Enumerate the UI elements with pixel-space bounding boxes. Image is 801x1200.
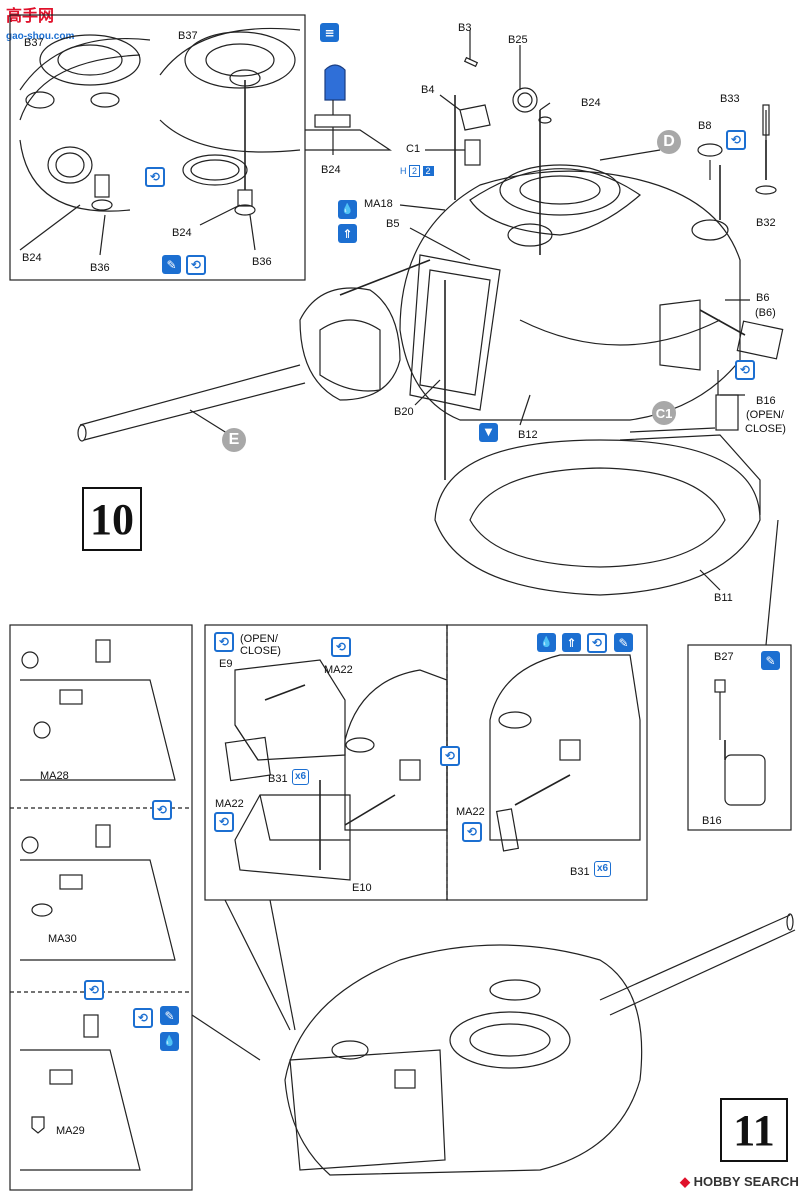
label-ma22-top: MA22 bbox=[324, 664, 353, 676]
paint-chip: H 2 2 bbox=[400, 165, 434, 177]
label-b6: B6 bbox=[756, 292, 770, 304]
rotate-icon: ⟲ bbox=[587, 633, 607, 653]
rotate-icon: ⟲ bbox=[440, 746, 460, 766]
callout-e: E bbox=[222, 428, 246, 452]
count-x6-right: x6 bbox=[594, 861, 612, 877]
paint-icon: ✎ bbox=[761, 651, 780, 670]
label-open-close-2: CLOSE) bbox=[240, 645, 281, 657]
label-b33: B33 bbox=[720, 93, 740, 105]
label-c1: C1 bbox=[406, 143, 421, 155]
rotate-icon: ⟲ bbox=[735, 360, 755, 380]
paint-icon: ✎ bbox=[614, 633, 633, 652]
label-ma29: MA29 bbox=[56, 1125, 85, 1137]
label-ma30: MA30 bbox=[48, 933, 77, 945]
rotate-icon: ⟲ bbox=[214, 812, 234, 832]
paint-icon: ✎ bbox=[162, 255, 181, 274]
label-ma18: MA18 bbox=[364, 198, 393, 210]
label-e9: E9 bbox=[219, 658, 233, 670]
glue-icon: ▼ bbox=[479, 423, 498, 442]
label-b24-mid: B24 bbox=[172, 227, 192, 239]
up-icon: ⇑ bbox=[562, 633, 581, 652]
callout-c1: C1 bbox=[652, 401, 676, 425]
label-b20: B20 bbox=[394, 406, 414, 418]
count-x6-middle: x6 bbox=[292, 769, 310, 785]
label-b25: B25 bbox=[508, 34, 528, 46]
label-b24-left: B24 bbox=[22, 252, 42, 264]
label-b8: B8 bbox=[698, 120, 712, 132]
rotate-icon: ⟲ bbox=[152, 800, 172, 820]
label-b5: B5 bbox=[386, 218, 400, 230]
label-b4: B4 bbox=[421, 84, 435, 96]
label-b32: B32 bbox=[756, 217, 776, 229]
up-icon: ⇑ bbox=[338, 224, 357, 243]
label-b24: B24 bbox=[581, 97, 601, 109]
drop-icon: 💧 bbox=[160, 1032, 179, 1051]
label-b16: B16 bbox=[756, 395, 776, 407]
label-b27: B27 bbox=[714, 651, 734, 663]
label-b16-note-1: (OPEN/ bbox=[746, 409, 784, 421]
label-b37-right: B37 bbox=[178, 30, 198, 42]
callout-d: D bbox=[657, 130, 681, 154]
paint-icon: ✎ bbox=[160, 1006, 179, 1025]
bar-icon: ≡ bbox=[320, 23, 339, 42]
label-b16-right: B16 bbox=[702, 815, 722, 827]
label-b31-middle: B31 bbox=[268, 773, 288, 785]
step-number-11: 11 bbox=[720, 1098, 788, 1162]
rotate-icon: ⟲ bbox=[331, 637, 351, 657]
paint-chip-code1: 2 bbox=[409, 165, 421, 177]
label-ma28: MA28 bbox=[40, 770, 69, 782]
paint-chip-code2: 2 bbox=[422, 166, 434, 176]
rotate-icon: ⟲ bbox=[145, 167, 165, 187]
label-b31-right: B31 bbox=[570, 866, 590, 878]
label-b37-left: B37 bbox=[24, 37, 44, 49]
rotate-icon: ⟲ bbox=[186, 255, 206, 275]
label-b36-left: B36 bbox=[90, 262, 110, 274]
step-number-10: 10 bbox=[82, 487, 142, 551]
label-b24-icon: B24 bbox=[321, 164, 341, 176]
rotate-icon: ⟲ bbox=[133, 1008, 153, 1028]
label-ma22-right: MA22 bbox=[456, 806, 485, 818]
label-b6-alt: (B6) bbox=[755, 307, 776, 319]
label-b11: B11 bbox=[714, 592, 733, 604]
label-e10: E10 bbox=[352, 882, 372, 894]
footer-watermark: ◆ HOBBY SEARCH bbox=[680, 1174, 799, 1190]
label-b3: B3 bbox=[458, 22, 472, 34]
drop-icon: 💧 bbox=[338, 200, 357, 219]
footer-logo-icon: ◆ bbox=[680, 1174, 690, 1189]
rotate-icon: ⟲ bbox=[214, 632, 234, 652]
paint-chip-h: H bbox=[400, 166, 407, 176]
drop-icon: 💧 bbox=[537, 633, 556, 652]
rotate-icon: ⟲ bbox=[84, 980, 104, 1000]
label-ma22-left: MA22 bbox=[215, 798, 244, 810]
label-b12: B12 bbox=[518, 429, 538, 441]
label-b36-mid: B36 bbox=[252, 256, 272, 268]
watermark-url: gao-shou.com bbox=[6, 31, 75, 42]
footer-watermark-text: HOBBY SEARCH bbox=[693, 1174, 799, 1189]
label-open-close-1: (OPEN/ bbox=[240, 633, 278, 645]
inset-panel-step10 bbox=[9, 14, 306, 281]
rotate-icon: ⟲ bbox=[462, 822, 482, 842]
rotate-icon: ⟲ bbox=[726, 130, 746, 150]
label-b16-note-2: CLOSE) bbox=[745, 423, 786, 435]
